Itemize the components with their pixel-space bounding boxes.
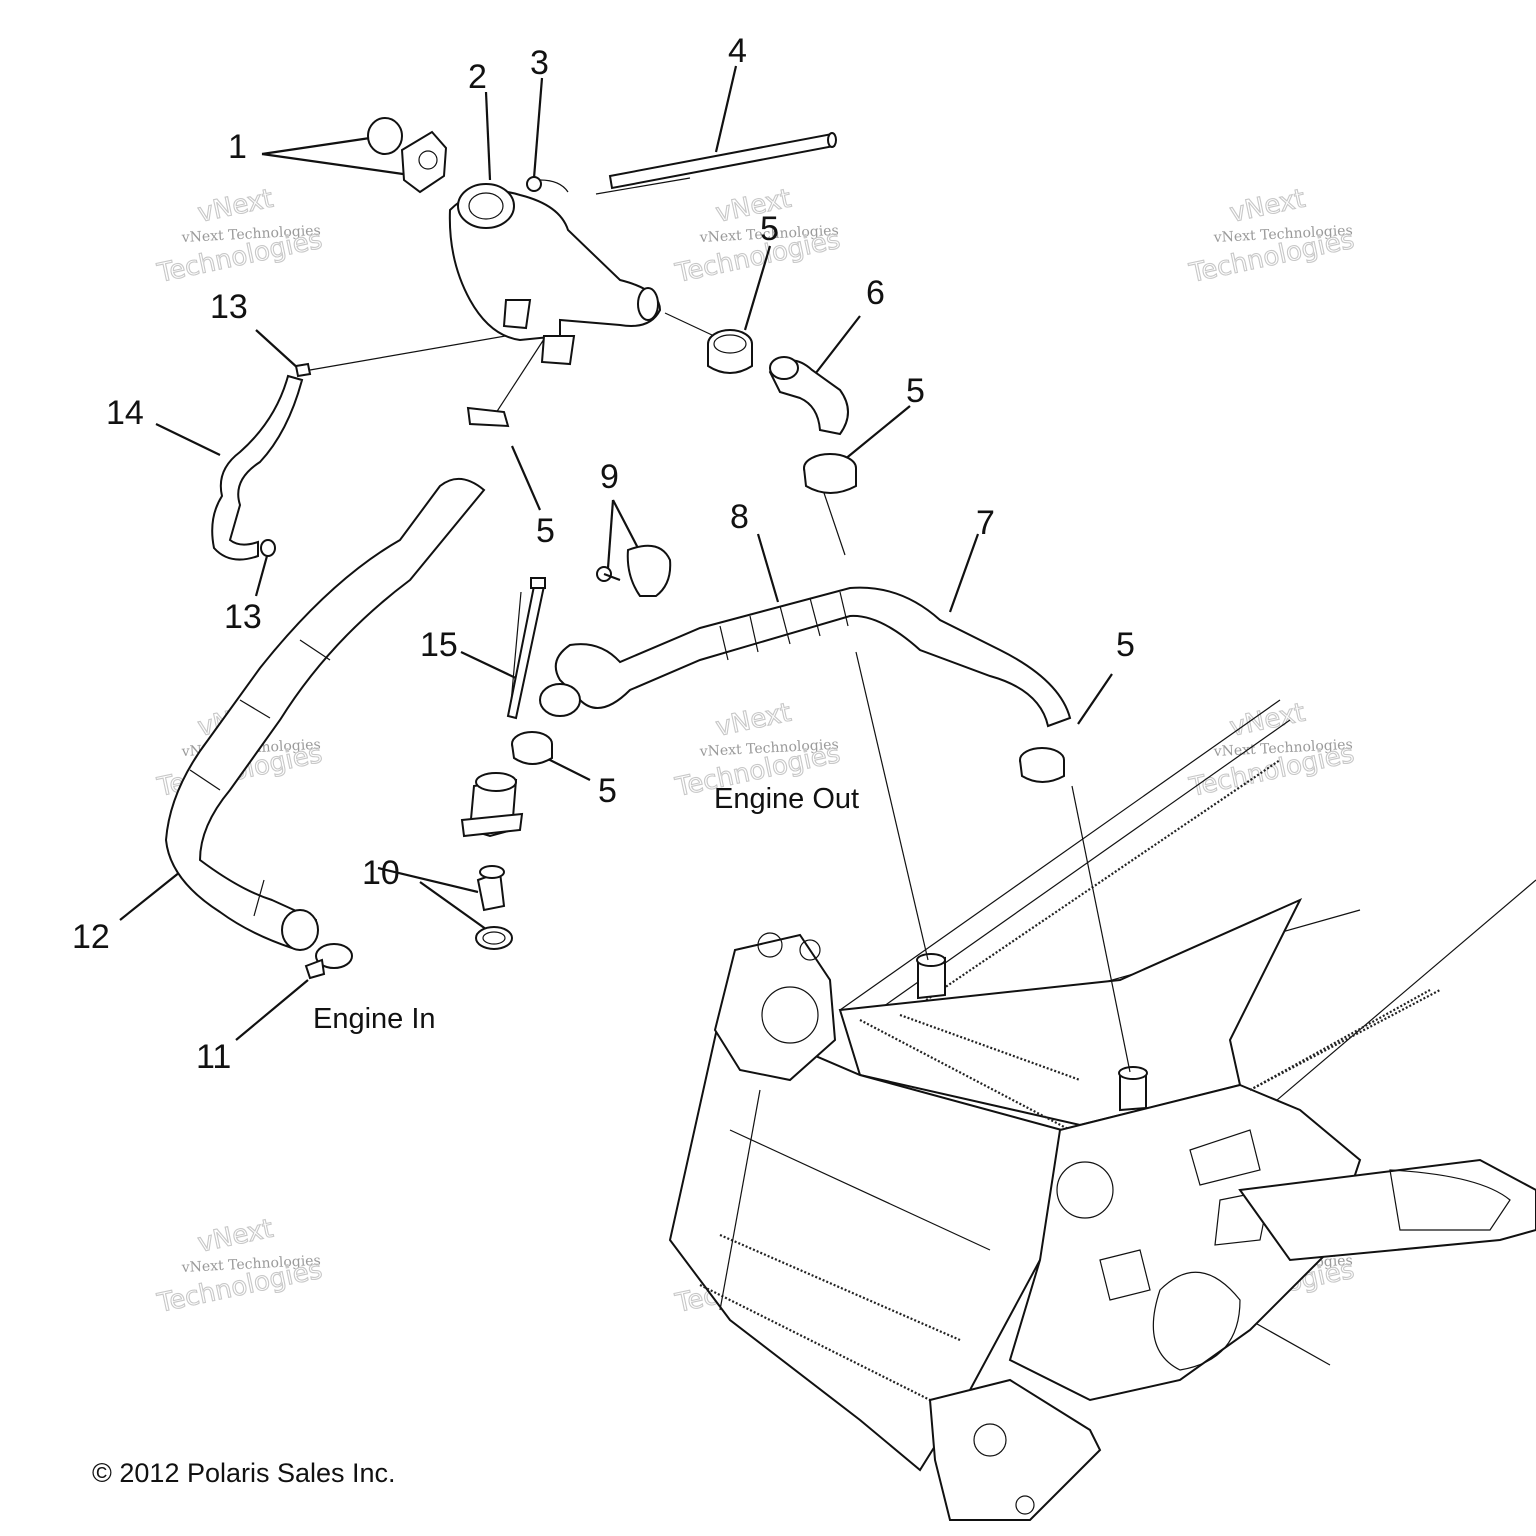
part-5-clamp-lower: [511, 731, 553, 765]
label-engine-in: Engine In: [313, 1003, 436, 1035]
svg-text:vNext Technologies: vNext Technologies: [1212, 737, 1353, 760]
part-3-screw: [526, 176, 542, 192]
svg-text:vNext Technologies: vNext Technologies: [1212, 223, 1353, 246]
callout-6: 6: [866, 274, 885, 312]
callout-10: 10: [362, 854, 400, 892]
svg-text:vNext Technologies: vNext Technologies: [180, 223, 321, 246]
watermark-bottom-left: vNext vNext Technologies Technologies: [154, 1213, 326, 1319]
watermark-mid-right: vNext vNext Technologies Technologies: [1186, 697, 1358, 803]
callout-11: 11: [196, 1038, 231, 1076]
callout-4: 4: [728, 32, 747, 70]
part-14-overflow-hose: [211, 374, 304, 561]
part-5-clamp-small: [466, 406, 510, 428]
callouts: 1 2 3 4 5 6 5 7 8 9 5 5 15 5 10 12 11 13…: [72, 32, 1135, 1076]
label-engine-out: Engine Out: [714, 783, 859, 815]
svg-text:vNext Technologies: vNext Technologies: [698, 223, 839, 246]
callout-13-upper: 13: [210, 288, 248, 326]
callout-5-mid: 5: [906, 372, 925, 410]
part-15-cable-tie: [506, 577, 546, 720]
callout-15: 15: [420, 626, 458, 664]
callout-14: 14: [106, 394, 144, 432]
callout-5-lower: 5: [598, 772, 617, 810]
callout-5-right: 5: [1116, 626, 1135, 664]
part-5-clamp-right: [1019, 747, 1065, 783]
part-9-bracket-bolt: [596, 544, 672, 597]
part-10-thermostat: [475, 865, 513, 950]
svg-text:vNext: vNext: [713, 184, 794, 229]
part-4-vent-tube: [608, 132, 837, 190]
svg-text:vNext Technologies: vNext Technologies: [180, 1253, 321, 1276]
part-5-clamp-mid: [803, 453, 857, 494]
svg-text:vNext: vNext: [1227, 184, 1308, 229]
callout-7: 7: [976, 504, 995, 542]
callout-5-upper: 5: [760, 210, 779, 248]
watermark-top-right: vNext vNext Technologies Technologies: [1186, 183, 1358, 289]
watermark-top-left: vNext vNext Technologies Technologies: [154, 183, 326, 289]
part-11-clamp: [304, 943, 353, 980]
svg-text:vNext Technologies: vNext Technologies: [698, 737, 839, 760]
watermark-top-center: vNext vNext Technologies Technologies: [672, 183, 844, 289]
svg-text:vNext: vNext: [195, 1214, 276, 1259]
callout-1: 1: [228, 128, 247, 166]
part-2-coolant-bottle: [448, 179, 662, 366]
callout-12: 12: [72, 918, 110, 956]
callout-8: 8: [730, 498, 749, 536]
callout-3: 3: [530, 44, 549, 82]
part-1-cap-and-gasket: [367, 117, 448, 194]
part-13-clamp-lower: [260, 539, 276, 557]
part-5-clamp-upper: [707, 329, 753, 374]
chassis-frame: [668, 699, 1536, 1521]
svg-text:vNext: vNext: [713, 698, 794, 743]
part-6-elbow-hose: [768, 356, 849, 436]
callout-2: 2: [468, 58, 487, 96]
part-13-clamp-upper: [294, 362, 312, 378]
copyright-notice: © 2012 Polaris Sales Inc.: [92, 1458, 396, 1488]
callout-5-small: 5: [536, 512, 555, 550]
part-12-inlet-hose: [164, 478, 486, 951]
part-thermostat-housing: [460, 772, 524, 838]
svg-text:vNext: vNext: [195, 184, 276, 229]
part-7-8-outlet-hose: [539, 586, 1072, 728]
leader-lines: [119, 65, 1131, 1073]
callout-9: 9: [600, 458, 619, 496]
callout-13-lower: 13: [224, 598, 262, 636]
